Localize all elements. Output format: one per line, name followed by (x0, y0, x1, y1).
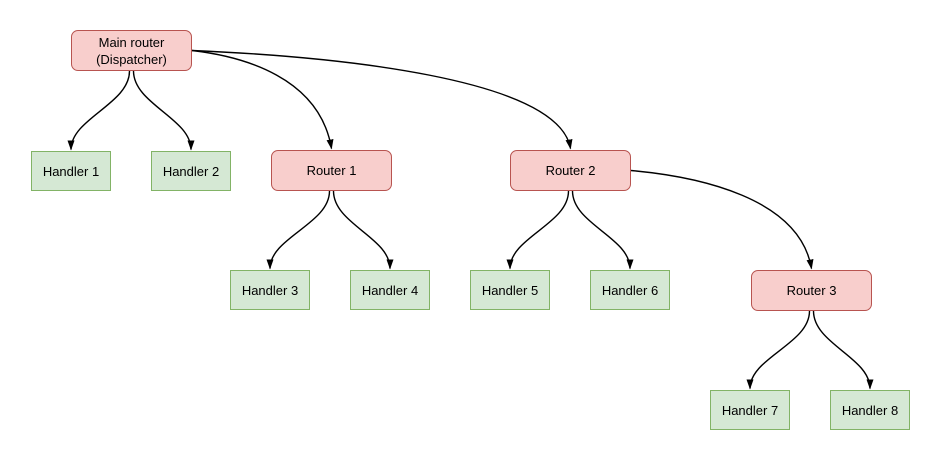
node-label: Handler 4 (361, 282, 419, 298)
node-router-2[interactable]: Router 2 (510, 150, 631, 191)
edge-router1-handler4[interactable] (332, 190, 394, 270)
node-router-3[interactable]: Router 3 (751, 270, 872, 311)
node-router-1[interactable]: Router 1 (271, 150, 392, 191)
edge-router1-handler3[interactable] (266, 190, 331, 270)
edge-router2-handler5[interactable] (506, 190, 570, 270)
node-handler-5[interactable]: Handler 5 (470, 270, 550, 310)
node-handler-7[interactable]: Handler 7 (710, 390, 790, 430)
node-handler-8[interactable]: Handler 8 (830, 390, 910, 430)
node-label: Router 1 (306, 163, 357, 178)
node-handler-2[interactable]: Handler 2 (151, 151, 231, 191)
node-label: Router 3 (786, 283, 837, 298)
edge-main-router1[interactable] (191, 49, 334, 150)
node-label: Handler 8 (841, 402, 899, 418)
node-label: Handler 2 (162, 163, 220, 179)
edge-router2-router3[interactable] (630, 169, 814, 270)
node-handler-6[interactable]: Handler 6 (590, 270, 670, 310)
node-label: Handler 3 (241, 282, 299, 298)
node-main-router[interactable]: Main router (Dispatcher) (71, 30, 192, 71)
edge-router3-handler8[interactable] (812, 310, 874, 390)
edge-main-handler1[interactable] (67, 70, 131, 151)
edge-router2-handler6[interactable] (571, 190, 634, 270)
node-label: Main router (Dispatcher) (96, 34, 167, 67)
node-handler-4[interactable]: Handler 4 (350, 270, 430, 310)
node-handler-3[interactable]: Handler 3 (230, 270, 310, 310)
node-label: Handler 6 (601, 282, 659, 298)
node-label: Router 2 (545, 163, 596, 178)
node-label: Handler 7 (721, 402, 779, 418)
node-label: Handler 1 (42, 163, 100, 179)
node-label: Handler 5 (481, 282, 539, 298)
edge-main-router2[interactable] (191, 49, 573, 150)
edge-main-handler2[interactable] (132, 70, 195, 151)
node-handler-1[interactable]: Handler 1 (31, 151, 111, 191)
edge-router3-handler7[interactable] (746, 310, 811, 390)
